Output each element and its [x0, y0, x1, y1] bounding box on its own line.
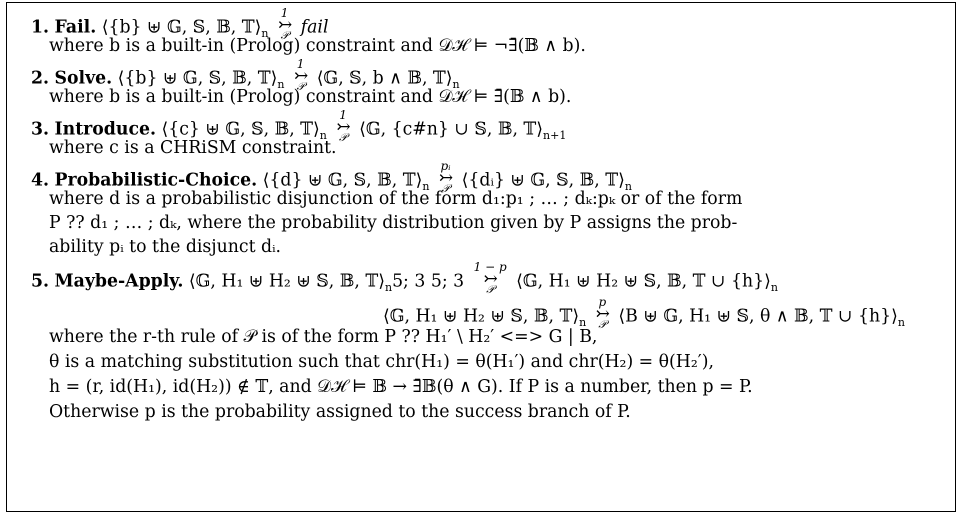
rule-2-condition: where b is a built-in (Prolog) constrain…	[49, 87, 572, 107]
rule-5-condition-3: h = (r, id(H₁), id(H₂)) ∉ 𝕋, and 𝒟ℋ ⊨ 𝔹 …	[49, 377, 753, 397]
rule-1-condition: where b is a built-in (Prolog) constrain…	[49, 36, 586, 56]
rule-2-header: 2. Solve. ⟨{b} ⊎ 𝔾, 𝕊, 𝔹, 𝕋⟩n 1 ↣ 𝒫 ⟨𝔾, …	[31, 58, 460, 96]
rule-4-rhs-sub: n	[624, 179, 632, 193]
rule-1-lhs-sub: n	[261, 26, 269, 40]
rule-5-second-lhs: ⟨𝔾, H₁ ⊎ H₂ ⊎ 𝕊, 𝔹, 𝕋⟩	[383, 306, 580, 327]
rule-4-name: Probabilistic-Choice.	[54, 170, 258, 191]
rule-4-header: 4. Probabilistic-Choice. ⟨{d} ⊎ 𝔾, 𝕊, 𝔹,…	[31, 160, 632, 198]
rule-1-name: Fail.	[54, 17, 97, 38]
rule-2-arrow-top: 1	[296, 57, 305, 71]
rule-4-condition-2: P ?? d₁ ; … ; dₖ, where the probability …	[49, 213, 738, 233]
rule-4-arrow-bottom: 𝒫	[441, 182, 450, 195]
rule-4-arrow: pᵢ ↣ 𝒫	[438, 159, 453, 195]
rule-2-lhs-sub: n	[277, 77, 285, 91]
rule-2-arrow-line: ↣	[293, 66, 308, 86]
rule-5-arrow-line: ↣	[483, 269, 498, 289]
rule-3-number: 3.	[31, 119, 50, 140]
rule-4-condition-3: ability pᵢ to the disjunct dᵢ.	[49, 237, 282, 257]
rule-3-rhs: ⟨𝔾, {c#n} ∪ 𝕊, 𝔹, 𝕋⟩	[359, 119, 544, 140]
rule-4-lhs: ⟨{d} ⊎ 𝔾, 𝕊, 𝔹, 𝕋⟩	[262, 170, 423, 191]
rule-2-arrow: 1 ↣ 𝒫	[293, 57, 308, 93]
rule-5-second-lhs-sub: n	[579, 315, 587, 329]
rule-3-arrow-bottom: 𝒫	[339, 131, 347, 144]
rule-4-condition-1: where d is a probabilistic disjunction o…	[49, 189, 743, 209]
rule-4-rhs: ⟨{dᵢ} ⊎ 𝔾, 𝕊, 𝔹, 𝕋⟩	[461, 170, 625, 191]
rule-2-name: Solve.	[54, 68, 113, 89]
rule-1-header: 1. Fail. ⟨{b} ⊎ 𝔾, 𝕊, 𝔹, 𝕋⟩n 1 ↣ 𝒫 fail	[31, 7, 329, 45]
rule-2-arrow-bottom: 𝒫	[296, 80, 305, 93]
rule-5-header: 5. Maybe-Apply. ⟨𝔾, H₁ ⊎ H₂ ⊎ 𝕊, 𝔹, 𝕋⟩n5…	[31, 261, 778, 299]
rule-3-lhs: ⟨{c} ⊎ 𝔾, 𝕊, 𝔹, 𝕋⟩	[161, 119, 320, 140]
rule-5-condition-1: where the r-th rule of 𝒫 is of the form …	[49, 327, 598, 347]
rule-5-lhs-sub: n	[384, 280, 393, 294]
rule-5-second-rhs: ⟨B ⊎ 𝔾, H₁ ⊎ 𝕊, θ ∧ 𝔹, 𝕋 ∪ {h}⟩	[618, 306, 898, 327]
rule-5-rhs: ⟨𝔾, H₁ ⊎ H₂ ⊎ 𝕊, 𝔹, 𝕋 ∪ {h}⟩	[516, 271, 771, 292]
rule-5-second-transition: ⟨𝔾, H₁ ⊎ H₂ ⊎ 𝕊, 𝔹, 𝕋⟩n p ↣ 𝒫 ⟨B ⊎ 𝔾, H₁…	[383, 296, 905, 334]
rule-5-second-arrow-bottom: 𝒫	[598, 318, 607, 331]
rule-5-rhs-sub: n	[770, 280, 778, 294]
rule-5-lhs: ⟨𝔾, H₁ ⊎ H₂ ⊎ 𝕊, 𝔹, 𝕋⟩	[188, 271, 385, 292]
rule-1-number: 1.	[31, 17, 50, 38]
rule-5-arrow: 1 − p ↣ 𝒫	[474, 261, 507, 295]
rule-2-number: 2.	[31, 68, 50, 89]
rule-5-condition-4: Otherwise p is the probability assigned …	[49, 402, 631, 422]
rule-1-arrow-bottom: 𝒫	[280, 29, 289, 42]
rule-5-arrow-bottom: 𝒫	[486, 283, 495, 296]
rule-1-arrow-top: 1	[280, 6, 289, 20]
rule-4-number: 4.	[31, 170, 50, 191]
rule-5-second-rhs-sub: n	[897, 315, 905, 329]
rule-5-second-arrow-top: p	[598, 295, 607, 309]
rule-3-header: 3. Introduce. ⟨{c} ⊎ 𝔾, 𝕊, 𝔹, 𝕋⟩n 1 ↣ 𝒫 …	[31, 109, 567, 147]
rule-1-lhs: ⟨{b} ⊎ 𝔾, 𝕊, 𝔹, 𝕋⟩	[101, 17, 262, 38]
rule-3-arrow-line: ↣	[336, 117, 350, 137]
rule-5-condition-2: θ is a matching substitution such that c…	[49, 352, 714, 372]
rule-4-arrow-top: pᵢ	[440, 159, 451, 173]
rule-4-lhs-sub: n	[422, 179, 430, 193]
rule-4-arrow-line: ↣	[438, 168, 453, 188]
rule-5-second-arrow-line: ↣	[595, 304, 610, 324]
rule-5-arrow-top: 1 − p	[473, 260, 507, 274]
rule-3-arrow-top: 1	[339, 108, 347, 122]
rule-1-arrow: 1 ↣ 𝒫	[277, 6, 292, 42]
rule-3-arrow: 1 ↣ 𝒫	[336, 108, 350, 144]
rule-3-rhs-sub: n+1	[543, 128, 567, 142]
rules-box: 1. Fail. ⟨{b} ⊎ 𝔾, 𝕊, 𝔹, 𝕋⟩n 1 ↣ 𝒫 fail …	[6, 2, 956, 512]
rule-5-name: Maybe-Apply.	[54, 271, 184, 292]
rule-1-rhs: fail	[300, 17, 329, 38]
rule-3-name: Introduce.	[54, 119, 156, 140]
rule-2-lhs: ⟨{b} ⊎ 𝔾, 𝕊, 𝔹, 𝕋⟩	[117, 68, 278, 89]
rule-3-condition: where c is a CHRiSM constraint.	[49, 138, 337, 158]
rule-5-lhs-tail: 5; 3 5; 3	[392, 271, 465, 292]
rule-3-lhs-sub: n	[319, 128, 327, 142]
rule-5-second-arrow: p ↣ 𝒫	[595, 295, 610, 331]
rule-1-arrow-line: ↣	[277, 15, 292, 35]
rule-5-number: 5.	[31, 271, 50, 292]
rule-2-rhs-sub: n	[452, 77, 460, 91]
rule-2-rhs: ⟨𝔾, 𝕊, b ∧ 𝔹, 𝕋⟩	[316, 68, 453, 89]
